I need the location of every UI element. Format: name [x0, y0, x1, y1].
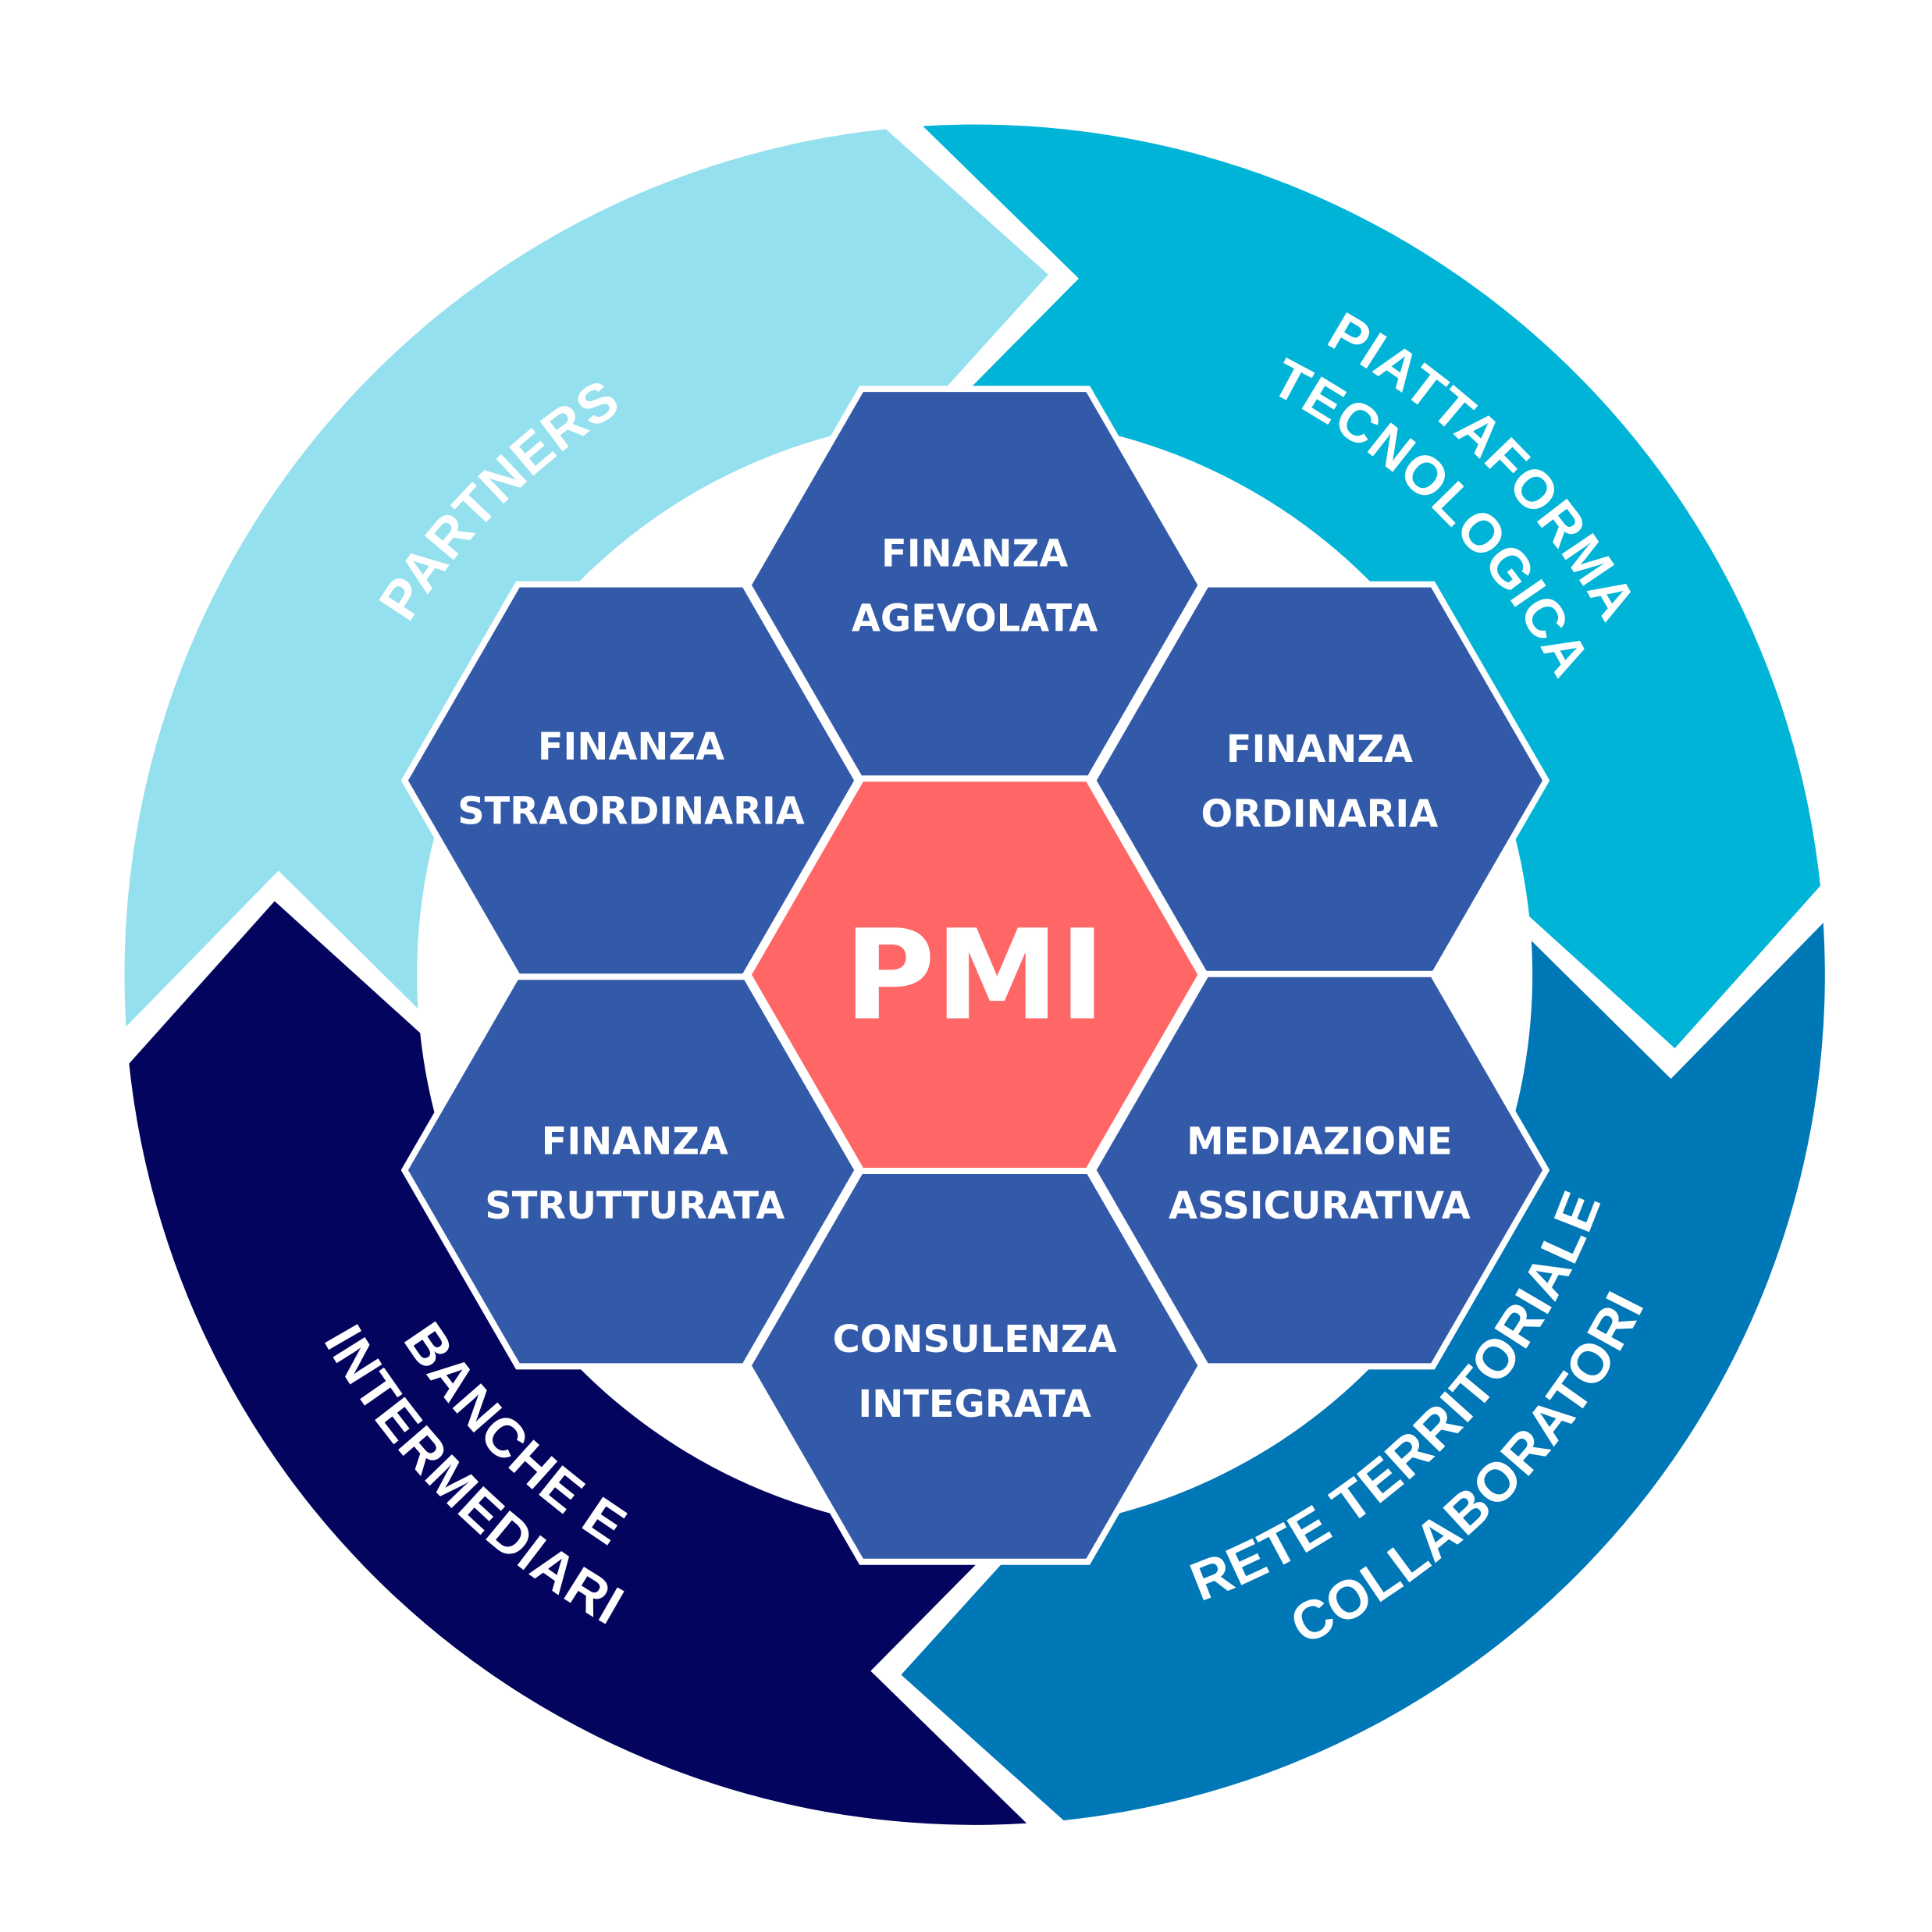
ring-segment-partners [124, 129, 1048, 1027]
hexagon-shape [1089, 970, 1550, 1370]
service-hexagons: FINANZA AGEVOLATA FINANZA ORDINARIA MEDI… [400, 386, 1550, 1565]
hexagon-shape [744, 775, 1205, 1174]
hexagon-label-line2: INTEGRATA [858, 1383, 1091, 1426]
hexagon-finanza-strutturata: FINANZA STRUTTURATA [400, 970, 862, 1370]
hexagon-label-line1: FINANZA [538, 726, 724, 769]
ring-segment-banche [129, 901, 1027, 1825]
hexagon-label-line2: STRUTTURATA [485, 1185, 785, 1228]
hexagon-shape [400, 581, 862, 980]
hexagon-label-line1: FINANZA [542, 1120, 728, 1163]
hexagon-consulenza-integrata: CONSULENZA INTEGRATA [744, 1166, 1205, 1565]
hexagon-label-line1: MEDIAZIONE [1187, 1120, 1453, 1163]
hexagon-label-line2: ASSICURATIVA [1169, 1185, 1471, 1228]
ring-segment-piattaforma [923, 124, 1820, 1048]
hexagon-label-line1: CONSULENZA [833, 1318, 1117, 1361]
hexagon-pmi-center: PMI [744, 775, 1205, 1174]
hexagon-label-line2: AGEVOLATA [852, 598, 1098, 641]
center-label: PMI [844, 902, 1105, 1048]
hexagon-mediazione-assicurativa: MEDIAZIONE ASSICURATIVA [1089, 970, 1550, 1370]
ring-segment-rete [901, 923, 1825, 1820]
hexagon-label-line1: FINANZA [881, 533, 1068, 576]
hexagon-label-line1: FINANZA [1226, 728, 1413, 771]
hexagon-finanza-straordinaria: FINANZA STRAORDINARIA [400, 581, 862, 980]
hexagon-label-line2: STRAORDINARIA [457, 791, 805, 834]
hexagon-finanza-ordinaria: FINANZA ORDINARIA [1089, 581, 1550, 980]
outer-ring [124, 124, 1825, 1825]
hexagon-label-line2: ORDINARIA [1201, 793, 1439, 836]
